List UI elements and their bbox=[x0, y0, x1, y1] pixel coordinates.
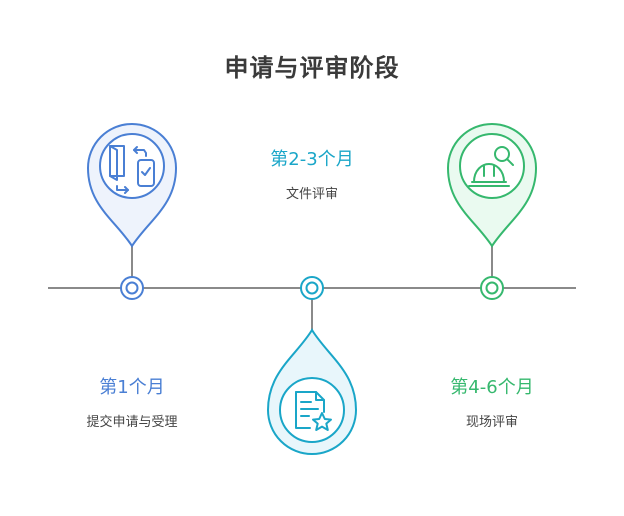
document-exchange-icon bbox=[109, 145, 155, 194]
phase-2-desc: 文件评审 bbox=[285, 187, 338, 202]
phase-1-desc: 提交申请与受理 bbox=[86, 415, 178, 430]
hardhat-search-icon bbox=[468, 146, 514, 187]
pin-phase-2 bbox=[266, 328, 358, 455]
timeline-node-3 bbox=[480, 276, 504, 300]
timeline-node-2 bbox=[300, 276, 324, 300]
phase-1-title: 第1个月 bbox=[99, 377, 165, 398]
timeline-node-1 bbox=[120, 276, 144, 300]
diagram-title: 申请与评审阶段 bbox=[224, 54, 400, 82]
pin-phase-3 bbox=[446, 123, 538, 248]
phase-3-title: 第4-6个月 bbox=[450, 377, 534, 398]
document-star-icon bbox=[295, 391, 332, 431]
phase-2-title: 第2-3个月 bbox=[270, 149, 354, 170]
pin-phase-1 bbox=[86, 123, 178, 248]
phase-3-desc: 现场评审 bbox=[465, 415, 518, 430]
